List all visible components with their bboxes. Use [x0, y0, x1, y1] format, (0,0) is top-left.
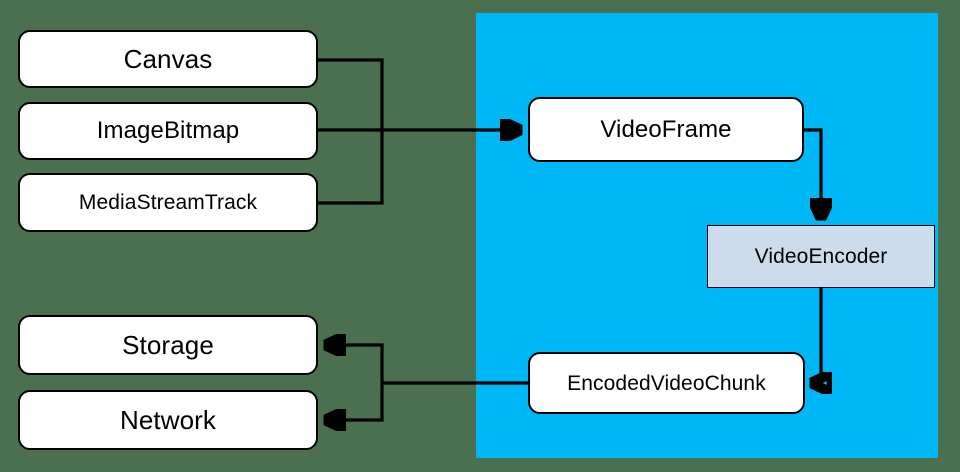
node-videoencoder-label: VideoEncoder — [754, 245, 888, 268]
node-encodedvideochunk[interactable]: EncodedVideoChunk — [528, 352, 805, 414]
node-imagebitmap[interactable]: ImageBitmap — [18, 102, 318, 160]
node-storage-label: Storage — [122, 330, 214, 360]
node-videoencoder[interactable]: VideoEncoder — [707, 225, 935, 288]
node-network-label: Network — [119, 405, 217, 435]
node-videoframe[interactable]: VideoFrame — [528, 97, 804, 162]
node-mediastreamtrack[interactable]: MediaStreamTrack — [18, 173, 318, 232]
node-canvas-label: Canvas — [123, 44, 213, 74]
node-network[interactable]: Network — [18, 390, 318, 450]
node-canvas[interactable]: Canvas — [18, 30, 318, 88]
node-imagebitmap-label: ImageBitmap — [96, 117, 240, 144]
node-storage[interactable]: Storage — [18, 315, 318, 375]
node-mediastreamtrack-label: MediaStreamTrack — [78, 191, 258, 214]
node-videoframe-label: VideoFrame — [600, 115, 732, 143]
node-encodedvideochunk-label: EncodedVideoChunk — [567, 371, 766, 395]
